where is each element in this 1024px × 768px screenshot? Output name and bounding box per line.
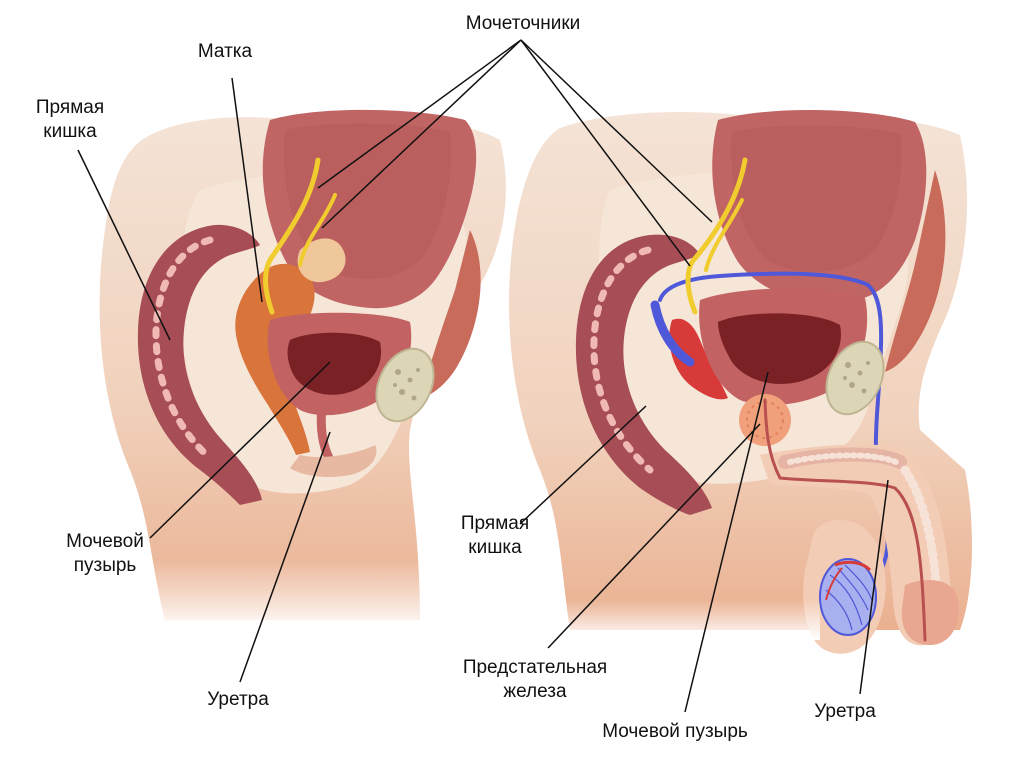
leader-ureters-2	[321, 39, 522, 229]
label-rectum-male: Прямая кишка	[460, 513, 530, 558]
male-figure	[509, 110, 972, 654]
female-ureter	[263, 157, 321, 315]
leader-lines	[77, 39, 889, 713]
label-uterus: Матка	[197, 41, 253, 62]
leader-bladder-female	[149, 361, 331, 539]
male-urethra	[763, 398, 927, 642]
leader-uterus	[231, 77, 263, 303]
leader-urethra-female	[239, 431, 331, 683]
male-testis	[819, 558, 877, 636]
label-urethra-male: Уретра	[814, 701, 876, 722]
male-ureter	[685, 157, 748, 315]
label-rectum-female: Прямая кишка	[35, 97, 105, 142]
label-urethra-female: Уретра	[207, 689, 269, 710]
leader-urethra-male	[859, 479, 889, 695]
female-pubic-bone	[375, 347, 435, 423]
leader-rectum-female	[77, 149, 171, 341]
male-pubic-bone	[825, 340, 885, 416]
label-bladder-female: Мочевой пузырь	[66, 531, 144, 576]
leader-prostate	[547, 423, 761, 649]
label-ureters: Мочеточники	[465, 13, 581, 34]
leader-rectum-male	[519, 405, 647, 525]
leader-bladder-male	[684, 371, 769, 713]
male-back-muscle	[885, 170, 946, 372]
female-figure	[99, 109, 506, 630]
leader-ureters-1	[317, 39, 522, 189]
female-urethra	[316, 400, 335, 465]
female-rectum	[137, 224, 262, 506]
male-rectum	[575, 234, 712, 515]
label-prostate: Предстательная железа	[462, 657, 608, 702]
male-penis	[760, 444, 952, 646]
leader-ureters-3	[520, 39, 691, 267]
male-seminal-vesicle	[669, 318, 728, 400]
leader-ureters-4	[520, 39, 713, 223]
female-back-muscle	[422, 230, 481, 398]
male-glans	[901, 580, 959, 645]
label-bladder-male: Мочевой пузырь	[602, 721, 748, 742]
